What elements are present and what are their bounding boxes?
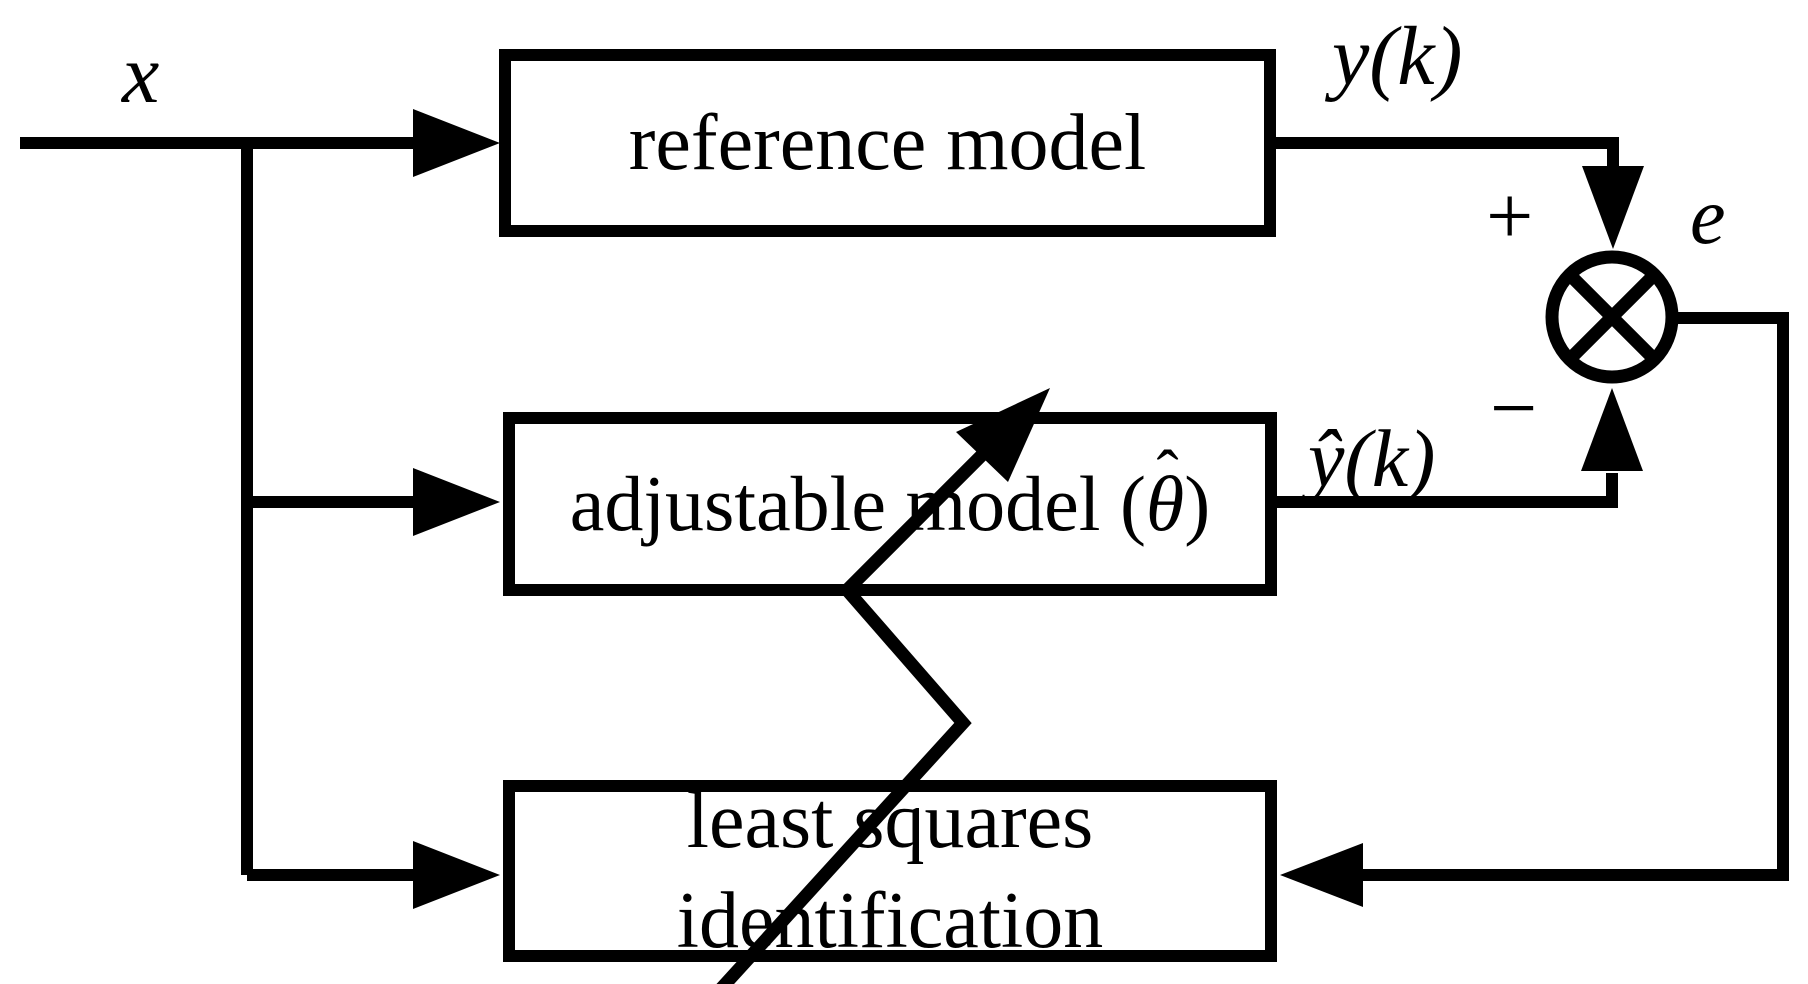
error-feedback-line [1361, 312, 1789, 881]
input-signal-label-x: x [122, 28, 160, 121]
reference-model-box: reference model [499, 49, 1276, 237]
minus-sign: − [1490, 362, 1538, 455]
least-squares-label-line1: least squares [686, 777, 1094, 865]
arrowhead-into-least-squares [413, 841, 500, 909]
adjustable-output-label-yhat: ŷ(k) [1308, 413, 1436, 504]
least-squares-identification-box: least squares identification [503, 777, 1277, 965]
reference-output-line [1275, 137, 1619, 170]
error-signal-label-e: e [1690, 173, 1726, 261]
adjustable-model-label-suffix: ) [1184, 460, 1211, 547]
arrowhead-into-adjustable [413, 468, 500, 536]
adjustable-model-label-prefix: adjustable model ( [569, 460, 1146, 547]
hat-accent: ˆ [1156, 438, 1179, 512]
least-squares-label-line2: identification [676, 877, 1104, 965]
summing-junction [1545, 250, 1679, 384]
theta-letter: θ [1145, 460, 1185, 547]
plus-sign: + [1486, 170, 1534, 263]
reference-model-label: reference model [628, 99, 1147, 187]
arrowhead-plus-into-junction [1582, 166, 1644, 249]
summing-junction-circle [1545, 250, 1679, 384]
arrowhead-feedback-into-least-squares [1280, 843, 1363, 907]
arrowhead-into-reference [413, 109, 500, 177]
reference-output-label-yk: y(k) [1332, 10, 1463, 103]
summing-junction-cross [1565, 270, 1659, 364]
arrowhead-minus-into-junction [1581, 388, 1643, 471]
